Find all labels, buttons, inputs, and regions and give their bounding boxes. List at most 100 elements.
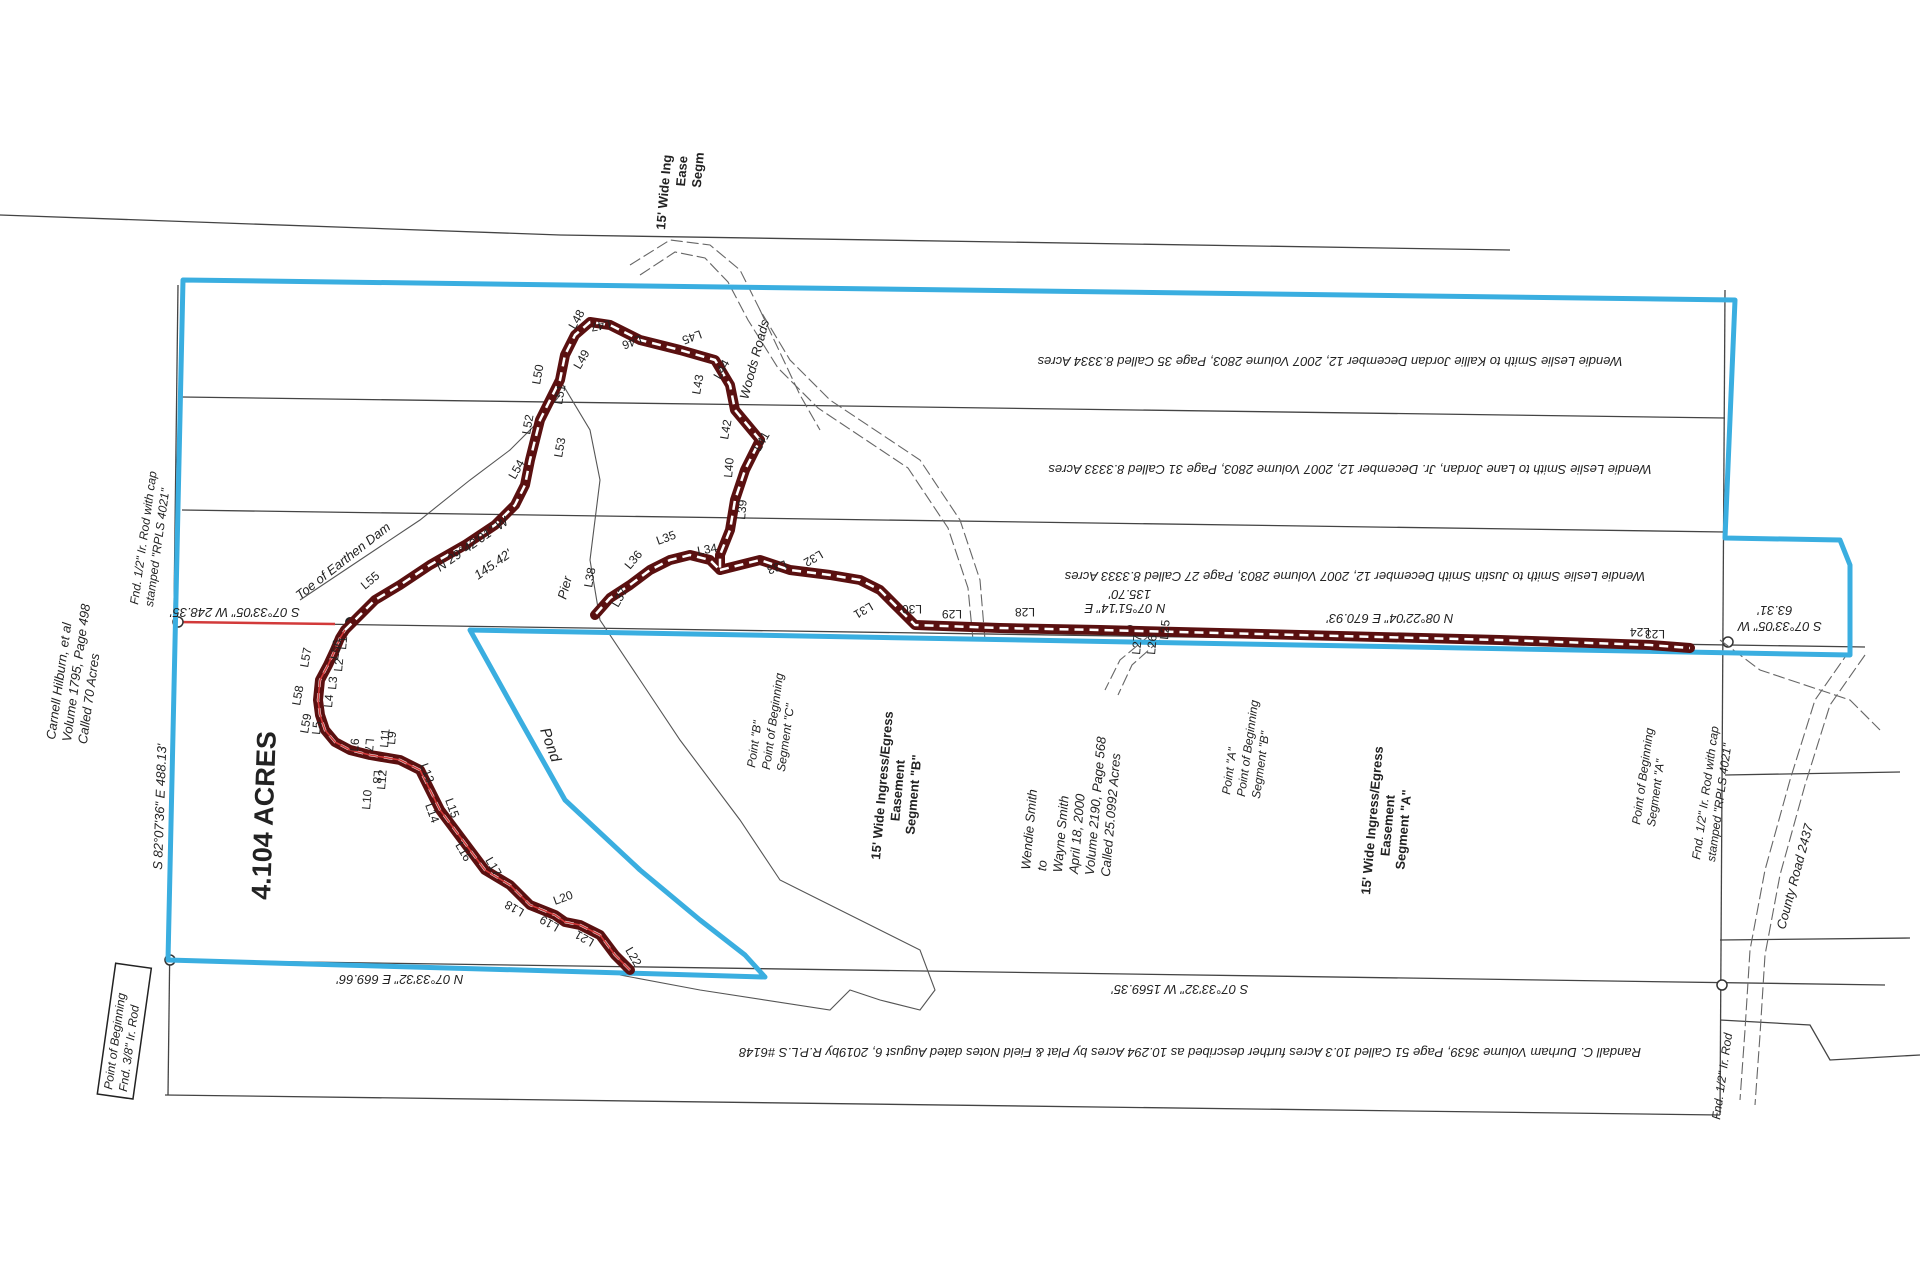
line-label: L59	[297, 712, 314, 734]
pond-sketch	[299, 379, 936, 1011]
line-label: L57	[297, 646, 314, 668]
line-label: L34	[696, 541, 718, 558]
line-label: L46	[620, 332, 644, 352]
line-label: L52	[519, 413, 536, 435]
line-label: L35	[654, 528, 678, 548]
easement-top-line: Segm	[689, 152, 707, 189]
line-labels: L1 L2 L3 L4 L5 L6 L7 L8 L9 L10 L11 L12 L…	[289, 307, 1665, 969]
rod-nw-label: Fnd. 1/2" Ir. Rod with cap stamped "RPLS…	[127, 470, 172, 608]
bearing-center-a: N 08°22'04" E 670.93'	[1326, 611, 1453, 626]
line-label: L50	[529, 363, 546, 385]
point-b-label: Point "B" Point of Beginning Segment "C"	[744, 672, 797, 773]
line-label: L14	[422, 801, 442, 825]
tract-outline	[165, 277, 1853, 980]
line-label: L28	[1015, 605, 1035, 619]
area-label: 4.104 ACRES	[246, 731, 282, 901]
bearing-center-b-2: 135.70'	[1108, 587, 1151, 602]
line-label: L49	[570, 347, 592, 372]
point-a-label: Point "A" Point of Beginning Segment "B"	[1219, 699, 1272, 800]
roads	[629, 239, 1881, 1106]
bearing-west-line: S 82°07'36" E 488.13'	[150, 743, 169, 870]
bearing-south-long: S 07°33'32" W 1569.35'	[1111, 982, 1248, 997]
line-label: L13	[417, 761, 437, 785]
line-label: L5	[309, 720, 324, 735]
line-label: L29	[942, 607, 962, 621]
deed-durham: Randall C. Durham Volume 3639, Page 51 C…	[738, 1045, 1641, 1060]
line-label: L24	[1630, 625, 1650, 639]
line-label: L39	[734, 499, 750, 520]
line-label: L1	[335, 635, 350, 650]
easement-top-label: 15' Wide Ing Ease Segm	[653, 152, 707, 231]
point-a-line: Point "A"	[1219, 746, 1240, 795]
line-label: L42	[717, 418, 734, 440]
rod-se-label: Fnd. 1/2" Ir. Rod	[1709, 1032, 1735, 1121]
line-label: L51	[551, 383, 568, 405]
easement-top-line: 15' Wide Ing	[653, 154, 675, 230]
line-label: L36	[622, 547, 646, 572]
line-label: L26	[1144, 634, 1160, 655]
deed-wayne-block: Wendie Smith to Wayne Smith April 18, 20…	[1018, 735, 1123, 877]
line-label: L45	[680, 327, 704, 347]
line-label: L32	[801, 547, 826, 569]
deed-lane: Wendie Leslie Smith to Lane Jordan, Jr. …	[1048, 462, 1652, 477]
dam-label: Toe of Earthen Dam	[293, 519, 394, 602]
deed-justin: Wendie Leslie Smith to Justin Smith Dece…	[1064, 569, 1645, 584]
line-label: L16	[452, 840, 474, 865]
line-label: L25	[1157, 619, 1173, 640]
neighbor-west: Carnell Hilburn, et al Volume 1795, Page…	[43, 602, 102, 745]
easement-a-label: 15' Wide Ingress/Egress Easement Segment…	[1358, 746, 1414, 896]
line-label: L3	[325, 675, 340, 690]
line-label: L4	[321, 693, 336, 708]
bearing-center-b-1: N 07°51'14" E	[1084, 601, 1165, 616]
rod-ne-label: Fnd. 1/2" Ir. Rod with cap stamped "RPLS…	[1689, 725, 1734, 863]
bearing-south-left: N 07°33'32" E 669.66'	[336, 972, 463, 987]
line-label: L53	[551, 436, 568, 458]
line-label: L47	[589, 317, 611, 334]
line-label: L31	[851, 599, 876, 621]
line-label: L56	[327, 638, 344, 660]
easement-b-label: 15' Wide Ingress/Egress Easement Segment…	[868, 711, 924, 861]
survey-lines	[0, 214, 1920, 1116]
easement-a-line: Easement	[1377, 794, 1397, 857]
line-label: L12	[374, 769, 390, 790]
pier-label: Pier	[554, 574, 575, 601]
bearing-dam-2: 145.42'	[471, 546, 515, 583]
deed-kallie: Wendie Leslie Smith to Kallie Jordan Dec…	[1037, 354, 1622, 369]
easement-b-line: Segment "B"	[902, 754, 924, 835]
line-label: L2	[331, 657, 346, 672]
line-label: L11	[377, 728, 393, 749]
easement-path	[313, 317, 1695, 975]
north-line-red	[177, 620, 336, 626]
pob-seg-a-label: Point of Beginning Segment "A"	[1629, 727, 1667, 828]
line-label: L40	[721, 457, 737, 478]
corner-marker-se	[1716, 979, 1728, 991]
pob-box: Point of Beginning Fnd. 3/8" Ir. Rod	[96, 962, 153, 1100]
line-label: L55	[358, 568, 383, 592]
easement-top-line: Ease	[673, 155, 691, 187]
bearing-north-short: S 07°33'05" W 248.35'	[170, 605, 300, 620]
line-label: L58	[289, 684, 306, 706]
line-label: L20	[551, 888, 575, 908]
bearing-east-short-2: 63.31'	[1757, 603, 1793, 618]
line-label: L30	[902, 602, 922, 616]
deed-wayne-line: to	[1034, 860, 1050, 872]
deed-wayne-line: April 18, 2000	[1066, 792, 1088, 875]
bearing-east-short-1: S 07°33'05" W	[1736, 619, 1822, 634]
line-label: L6	[347, 737, 362, 752]
county-road-label: County Road 2437	[1773, 821, 1816, 930]
line-label: L9	[384, 730, 399, 745]
line-label: L23	[1645, 627, 1665, 641]
deed-wayne-line: Wayne Smith	[1050, 795, 1072, 873]
line-label: L10	[359, 789, 375, 810]
point-b-line: Point "B"	[744, 719, 765, 768]
woods-roads-label: Woods Roads	[736, 318, 772, 401]
line-label: L33	[765, 557, 789, 577]
deed-wayne-line: Wendie Smith	[1018, 789, 1040, 871]
line-label: L15	[442, 796, 462, 820]
line-label: L43	[689, 373, 706, 395]
line-label: L8	[370, 770, 385, 785]
line-label: L38	[581, 566, 598, 588]
easement-a-line: Segment "A"	[1392, 789, 1414, 870]
line-label: L27	[1129, 634, 1145, 655]
